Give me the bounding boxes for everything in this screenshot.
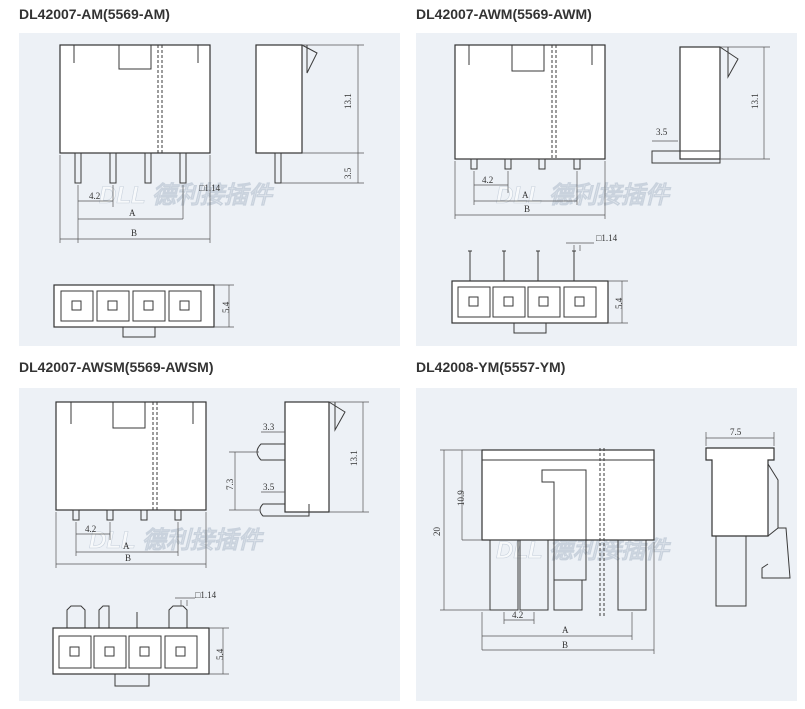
dim-h2: 3.5 xyxy=(656,127,668,137)
watermark: DLL 德利接插件 xyxy=(89,527,265,554)
dim-h1: 13.1 xyxy=(343,93,353,109)
dim-h1: 13.1 xyxy=(349,450,359,466)
bottom-view: □1.14 5.4 xyxy=(451,233,628,334)
front-view xyxy=(59,44,211,184)
panel-awm-drawing: DLL 德利接插件 4.2 A B 3.5 13.1 □1.14 5.4 xyxy=(416,33,797,346)
side-view: 3.3 3.5 7.3 13.1 xyxy=(225,401,369,517)
front-view xyxy=(55,401,207,521)
watermark: DLL 德利接插件 xyxy=(496,537,672,564)
front-view xyxy=(481,448,655,618)
dim-h3: 3.5 xyxy=(263,482,275,492)
dim-pitch: 4.2 xyxy=(89,191,100,201)
dim-b: B xyxy=(131,228,137,238)
dim-pin: □1.14 xyxy=(596,233,618,243)
panel-4-title: DL42008-YM(5557-YM) xyxy=(416,359,566,375)
front-dimensions: 4.2 A B xyxy=(454,161,606,219)
side-view: 3.5 13.1 xyxy=(651,46,770,164)
dim-a: A xyxy=(562,625,569,635)
bottom-view: 5.4 xyxy=(53,284,234,338)
dim-w: 5.4 xyxy=(614,297,624,309)
dim-h1: 13.1 xyxy=(750,93,760,109)
side-view: 7.5 xyxy=(705,427,791,607)
dim-b: B xyxy=(562,640,568,650)
dim-h2: 20 xyxy=(432,527,442,537)
dim-w: 5.4 xyxy=(221,301,231,313)
dim-pitch: 4.2 xyxy=(85,524,96,534)
front-dimensions: 20 10.9 4.2 A B xyxy=(432,449,655,654)
dim-pin: □1.14 xyxy=(199,183,221,193)
dim-pitch: 4.2 xyxy=(482,175,493,185)
dim-pitch: 4.2 xyxy=(512,610,523,620)
dim-a: A xyxy=(123,541,130,551)
dim-h2: 3.3 xyxy=(263,422,275,432)
front-view xyxy=(454,44,606,170)
dim-b: B xyxy=(125,553,131,563)
panel-3-title: DL42007-AWSM(5569-AWSM) xyxy=(19,359,214,375)
panel-2-title: DL42007-AWM(5569-AWM) xyxy=(416,6,592,22)
front-dimensions: 4.2 A B □1.14 xyxy=(59,155,221,243)
watermark: DLL 德利接插件 xyxy=(99,182,275,209)
panel-ym-drawing: DLL 德利接插件 20 10.9 4.2 A B 7.5 xyxy=(416,388,797,701)
dim-a: A xyxy=(129,208,136,218)
dim-top: 7.5 xyxy=(730,427,742,437)
dim-a: A xyxy=(522,190,529,200)
watermark: DLL 德利接插件 xyxy=(496,182,672,209)
side-view: 13.1 3.5 xyxy=(255,44,364,184)
dim-pin: □1.14 xyxy=(195,590,217,600)
dim-h2: 3.5 xyxy=(343,167,353,179)
dim-w: 5.4 xyxy=(215,648,225,660)
dim-h1: 10.9 xyxy=(456,490,466,506)
dim-h4: 7.3 xyxy=(225,478,235,490)
front-dimensions: 4.2 A B xyxy=(55,512,207,568)
bottom-view: □1.14 5.4 xyxy=(52,590,229,687)
dim-b: B xyxy=(524,204,530,214)
panel-am-drawing: DLL 德利接插件 4.2 A B □1.14 13.1 3.5 5.4 xyxy=(19,33,400,346)
panel-awsm-drawing: DLL 德利接插件 4.2 A B 3.3 3.5 7.3 13.1 □1 xyxy=(19,388,400,701)
panel-1-title: DL42007-AM(5569-AM) xyxy=(19,6,170,22)
